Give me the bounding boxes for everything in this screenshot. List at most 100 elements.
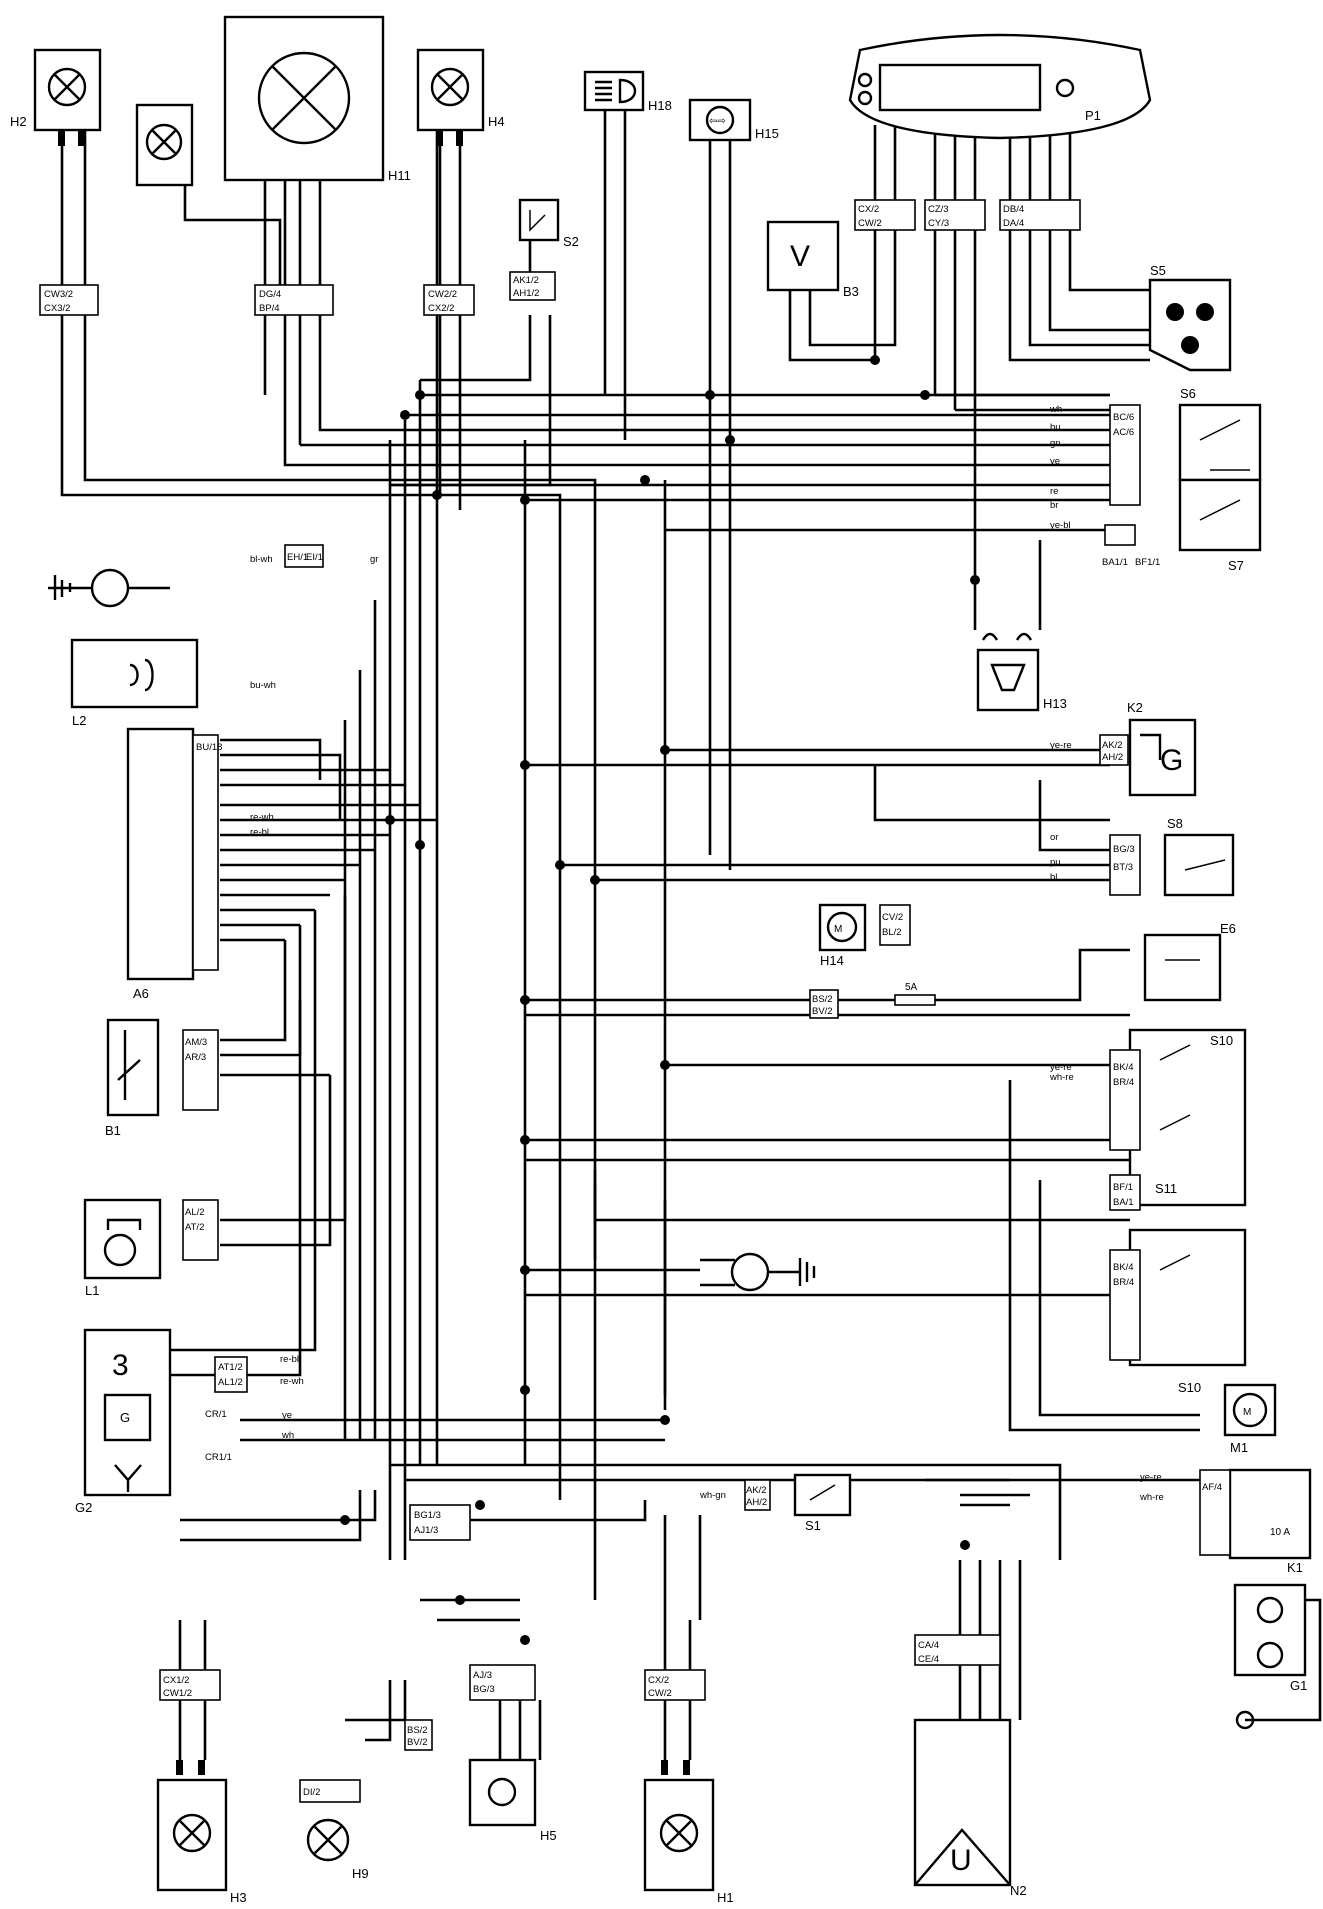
label-G1: G1 xyxy=(1290,1678,1307,1693)
svg-text:gn: gn xyxy=(1050,438,1061,449)
svg-text:CE/4: CE/4 xyxy=(918,1654,939,1665)
ground-sensor: EH/1EI/1 xyxy=(48,544,324,608)
svg-text:re-bl: re-bl xyxy=(280,1354,299,1365)
svg-text:ye-re: ye-re xyxy=(1050,740,1072,751)
svg-text:re-bl: re-bl xyxy=(250,827,269,838)
svg-text:CW3/2: CW3/2 xyxy=(44,289,73,300)
svg-text:BK/4: BK/4 xyxy=(1113,1062,1134,1073)
label-B3: B3 xyxy=(843,284,859,299)
svg-text:ye-re: ye-re xyxy=(1140,1472,1162,1483)
svg-text:pu: pu xyxy=(1050,857,1061,868)
relay-K2: G K2 AK/2AH/2 xyxy=(1099,700,1197,797)
svg-text:BU/18: BU/18 xyxy=(196,742,222,753)
svg-text:5A: 5A xyxy=(905,982,918,993)
label-M1: M1 xyxy=(1230,1440,1248,1455)
svg-text:AL/2: AL/2 xyxy=(185,1207,205,1218)
svg-text:CX2/2: CX2/2 xyxy=(428,303,454,314)
svg-text:AK1/2: AK1/2 xyxy=(513,275,539,286)
svg-text:br: br xyxy=(1050,500,1058,511)
svg-text:AJ1/3: AJ1/3 xyxy=(414,1525,438,1536)
label-H2: H2 xyxy=(10,114,27,129)
svg-text:BT/3: BT/3 xyxy=(1113,862,1133,873)
wire-labels: wh bu gn ye re br ye-bl bl-wh gr bu-wh r… xyxy=(250,404,1164,1503)
ecu-symbol: U xyxy=(950,1844,972,1877)
svg-text:BK/4: BK/4 xyxy=(1113,1262,1134,1273)
svg-text:CW/2: CW/2 xyxy=(648,1688,672,1699)
svg-text:BV/2: BV/2 xyxy=(407,1737,428,1748)
svg-text:G: G xyxy=(120,1410,130,1425)
svg-text:re-wh: re-wh xyxy=(250,812,274,823)
svg-text:CW2/2: CW2/2 xyxy=(428,289,457,300)
svg-text:M: M xyxy=(834,924,842,935)
svg-text:DA/4: DA/4 xyxy=(1003,218,1024,229)
wires xyxy=(60,100,1200,1760)
svg-text:wh: wh xyxy=(281,1430,294,1441)
label-H1: H1 xyxy=(717,1890,734,1905)
label-N2: N2 xyxy=(1010,1883,1027,1898)
svg-text:BL/2: BL/2 xyxy=(882,927,902,938)
svg-text:AR/3: AR/3 xyxy=(185,1052,206,1063)
svg-text:ye: ye xyxy=(282,1410,292,1421)
svg-text:CX/2: CX/2 xyxy=(858,204,879,215)
svg-text:bu: bu xyxy=(1050,422,1061,433)
svg-text:BF1/1: BF1/1 xyxy=(1135,557,1160,568)
svg-text:ye: ye xyxy=(1050,456,1060,467)
coil-L2: L2 xyxy=(70,638,199,728)
switch-S1: S1 AK/2AH/2 xyxy=(744,1473,852,1533)
svg-text:BA/1: BA/1 xyxy=(1113,1197,1134,1208)
svg-text:AH/2: AH/2 xyxy=(746,1497,767,1508)
svg-text:CA/4: CA/4 xyxy=(918,1640,939,1651)
svg-text:BP/4: BP/4 xyxy=(259,303,280,314)
label-G2: G2 xyxy=(75,1500,92,1515)
svg-text:bu-wh: bu-wh xyxy=(250,680,276,691)
label-H11: H11 xyxy=(388,168,411,183)
svg-text:BA1/1: BA1/1 xyxy=(1102,557,1128,568)
label-A6: A6 xyxy=(133,986,149,1001)
k1-amp-label: 10 A xyxy=(1270,1527,1290,1538)
label-H15: H15 xyxy=(755,126,779,141)
svg-text:CW/2: CW/2 xyxy=(858,218,882,229)
label-H9: H9 xyxy=(352,1866,369,1881)
svg-text:re-wh: re-wh xyxy=(280,1376,304,1387)
lamp-H2: H2 xyxy=(10,48,102,146)
svg-text:BR/4: BR/4 xyxy=(1113,1277,1134,1288)
svg-text:M: M xyxy=(1243,1407,1251,1418)
svg-text:ye-re: ye-re xyxy=(1050,1062,1072,1073)
instrument-cluster-P1: P1 CX/2CW/2 CZ/3CY/3 DB/4DA/4 xyxy=(848,33,1152,231)
svg-text:CW1/2: CW1/2 xyxy=(163,1688,192,1699)
meter-B3: V B3 xyxy=(766,220,859,299)
label-S7: S7 xyxy=(1228,558,1244,573)
svg-text:AK/2: AK/2 xyxy=(1102,740,1123,751)
svg-text:EI/1: EI/1 xyxy=(306,552,323,563)
label-S1: S1 xyxy=(805,1518,821,1533)
svg-text:AC/6: AC/6 xyxy=(1113,427,1134,438)
svg-text:AM/3: AM/3 xyxy=(185,1037,207,1048)
svg-text:AH1/2: AH1/2 xyxy=(513,288,539,299)
svg-text:BR/4: BR/4 xyxy=(1113,1077,1134,1088)
svg-text:BG1/3: BG1/3 xyxy=(414,1510,441,1521)
svg-text:BG/3: BG/3 xyxy=(1113,844,1135,855)
starter-M1-K1-battery-G1: M M1 10 A K1 AF/4 G1 xyxy=(1199,1383,1322,1730)
sensor-B1: B1 AM/3AR/3 xyxy=(105,1018,219,1138)
svg-text:CV/2: CV/2 xyxy=(882,912,903,923)
svg-text:AT1/2: AT1/2 xyxy=(218,1362,243,1373)
bulb-H14-E6: M H14 CV/2BL/2 E6 BS/2BV/2 5A xyxy=(809,903,1236,1019)
svg-text:AH/2: AH/2 xyxy=(1102,752,1123,763)
label-L1: L1 xyxy=(85,1283,99,1298)
label-S8: S8 xyxy=(1167,816,1183,831)
ecu-A6: BU/18 A6 xyxy=(126,727,222,1001)
svg-text:CR1/1: CR1/1 xyxy=(205,1452,232,1463)
svg-text:CR/1: CR/1 xyxy=(205,1409,227,1420)
svg-text:or: or xyxy=(1050,832,1058,843)
label-P1: P1 xyxy=(1085,108,1101,123)
svg-text:wh-re: wh-re xyxy=(1049,1072,1074,1083)
label-B1: B1 xyxy=(105,1123,121,1138)
switch-S8: S8 BG/3BT/3 xyxy=(1109,816,1235,897)
svg-text:BV/2: BV/2 xyxy=(812,1006,833,1017)
label-H14: H14 xyxy=(820,953,844,968)
